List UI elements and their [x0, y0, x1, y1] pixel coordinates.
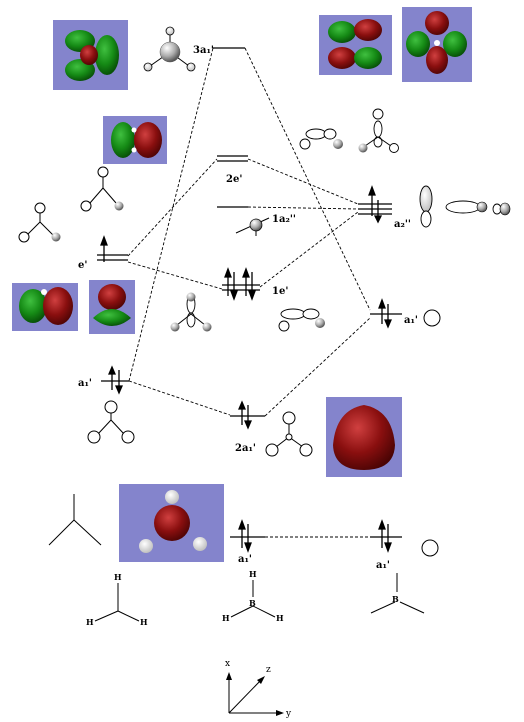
axis-label-x: x	[225, 659, 230, 669]
atom-h-left-left: H	[86, 617, 94, 627]
bh3-left-structure: H H H	[86, 572, 148, 627]
level-labels: a₁' e' 3a₁' 2e' 1a₂'' 1e' 2a₁' a₁' a₂'' …	[78, 45, 418, 571]
sketch-a1-s	[423, 309, 441, 327]
label-2a1: 2a₁'	[235, 443, 256, 454]
corr-3a1-right-a1	[244, 47, 371, 311]
orbital-render-3a1-right-1	[319, 15, 392, 75]
corr-2a1-right-a1	[264, 317, 371, 417]
label-e-left: e'	[78, 260, 87, 271]
sketch-2e-right-2	[358, 108, 399, 153]
orbital-render-1e-1	[12, 283, 78, 331]
b-right-structure: B	[370, 573, 425, 614]
sketch-1a2	[235, 217, 270, 236]
atom-b-right: B	[392, 594, 399, 604]
orbital-render-1e-2	[89, 280, 135, 334]
atom-h-right-mid: H	[276, 613, 284, 623]
bh3-mid-structure: H B H H	[222, 569, 284, 623]
h3-sketch-a1	[87, 400, 135, 444]
orbital-render-a1-bottom	[119, 484, 224, 562]
label-2e: 2e'	[226, 174, 242, 185]
label-a1-right: a₁'	[404, 315, 418, 326]
corr-a1-left-2a1	[128, 380, 231, 416]
corr-1a2-right-a2	[247, 206, 359, 210]
label-1e: 1e'	[272, 286, 288, 297]
corr-2e-right-a2	[247, 158, 359, 205]
corr-e-left-1e	[127, 261, 223, 290]
sketch-b-s	[421, 539, 439, 557]
atom-b-mid: B	[249, 598, 256, 608]
label-a1-bottom: a₁'	[238, 554, 252, 565]
label-a1-right-bottom: a₁'	[376, 560, 390, 571]
h3-sketch-left-2	[80, 166, 124, 212]
h3-sketch-left-1	[18, 202, 61, 243]
trigonal-skeleton	[48, 494, 102, 546]
sketch-1e-p	[278, 308, 325, 332]
label-a2-right: a₂''	[394, 219, 411, 230]
sketch-2a1	[265, 411, 313, 457]
sketch-2e-right-1	[299, 128, 343, 150]
label-1a2: 1a₂''	[272, 214, 296, 225]
orbital-render-2e	[103, 116, 167, 164]
sketch-a2-py	[445, 200, 488, 214]
corr-1e-right-a2	[259, 211, 359, 288]
corr-e-left-2e	[127, 158, 218, 257]
atom-h-top-mid: H	[249, 569, 257, 579]
correlation-lines	[127, 47, 371, 538]
orbital-render-2a1	[326, 397, 402, 477]
axis-label-z: z	[266, 665, 271, 675]
bh3-ball-model	[143, 26, 196, 72]
coordinate-axes: x y z	[225, 659, 292, 719]
electron-arrows	[100, 185, 392, 553]
corr-a1-left-3a1	[128, 47, 214, 382]
sketch-a2-px	[492, 202, 511, 216]
atom-h-top-left: H	[114, 572, 122, 582]
label-3a1: 3a₁'	[193, 45, 214, 56]
atom-h-left-mid: H	[222, 613, 230, 623]
atom-h-right-left: H	[140, 617, 148, 627]
label-a1-left: a₁'	[78, 378, 92, 389]
axis-label-y: y	[285, 709, 292, 719]
sketch-1e	[170, 292, 212, 332]
orbital-render-3a1-right-2	[402, 7, 472, 82]
sketch-a2-pz	[419, 185, 433, 228]
orbital-render-3a1-left	[53, 20, 128, 90]
